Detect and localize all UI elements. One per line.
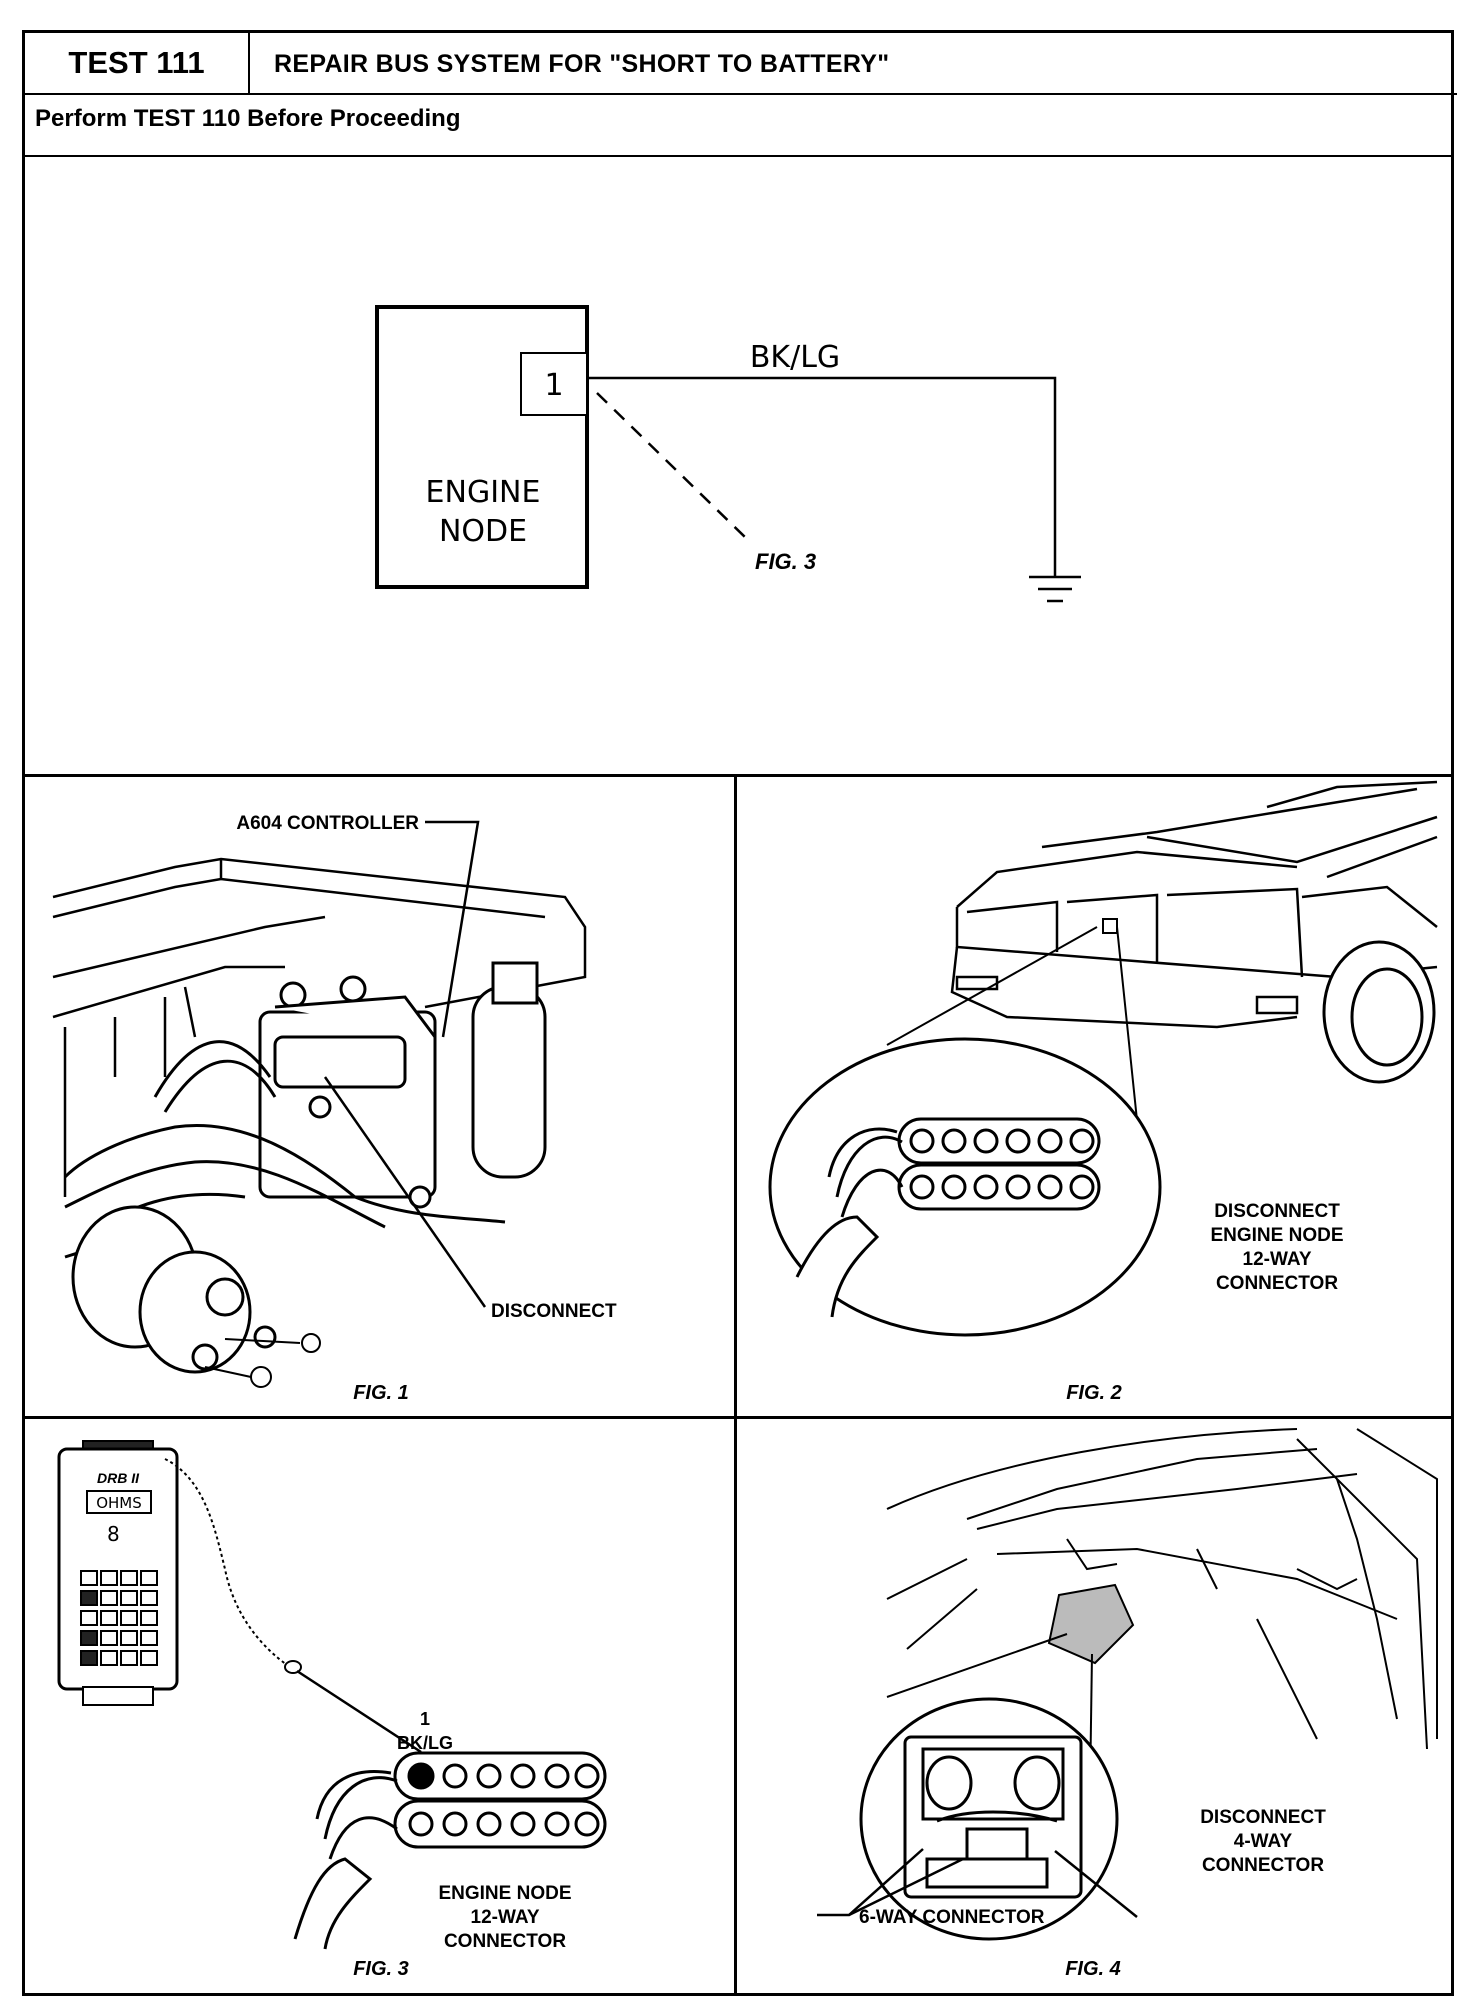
engine-bay-body xyxy=(52,857,587,1197)
fig2-action-line3: 12-WAY xyxy=(1243,1249,1312,1270)
6-way-leader-b xyxy=(848,1857,964,1917)
front-wheel xyxy=(1322,940,1436,1084)
module-detail xyxy=(903,1735,1083,1899)
fig4-action-line2: 4-WAY xyxy=(1234,1831,1293,1852)
wiring-schematic: 1 ENGINE NODE BK/LG FIG. 3 xyxy=(25,157,1451,777)
fig3-caption: FIG. 3 xyxy=(353,1958,409,1980)
fig3-illustration: DRB II OHMS 8 1 BK/LG xyxy=(57,1440,607,1980)
fig2-caption: FIG. 2 xyxy=(1066,1382,1122,1404)
pin-number: 1 xyxy=(544,368,563,403)
fig2-panel: DISCONNECT ENGINE NODE 12-WAY CONNECTOR … xyxy=(737,777,1451,1419)
tester-display-text: OHMS xyxy=(96,1494,142,1512)
fig1-panel: A604 CONTROLLER DISCONNECT FIG. 1 xyxy=(25,777,737,1419)
callout-line-left xyxy=(886,1633,1068,1698)
drb-ii-tester: DRB II OHMS 8 xyxy=(57,1440,179,1706)
node-label-line1: ENGINE xyxy=(426,475,541,510)
fig2-action-line4: CONNECTOR xyxy=(1216,1273,1338,1294)
test-procedure-sheet: TEST 111 REPAIR BUS SYSTEM FOR "SHORT TO… xyxy=(22,30,1457,1996)
schematic-drawing: 1 ENGINE NODE BK/LG FIG. 3 xyxy=(375,305,1081,603)
fig3-connector-line1: ENGINE NODE xyxy=(438,1883,571,1904)
node-label-line2: NODE xyxy=(439,514,527,549)
fig4-action-line3: CONNECTOR xyxy=(1202,1855,1324,1876)
wire-label: BK/LG xyxy=(397,1733,453,1753)
ground-symbol xyxy=(1029,575,1081,603)
test-probe xyxy=(284,1660,302,1674)
fig2-action-line1: DISCONNECT xyxy=(1214,1201,1340,1222)
probe-lead xyxy=(296,1669,422,1754)
a604-controller xyxy=(258,975,437,1209)
fig1-illustration: A604 CONTROLLER DISCONNECT FIG. 1 xyxy=(52,813,617,1404)
tester-display xyxy=(86,1490,152,1514)
fig4-illustration: 6-WAY CONNECTOR DISCONNECT 4-WAY CONNECT… xyxy=(817,1428,1438,1980)
wire-color-label: BK/LG xyxy=(750,340,840,375)
alternator xyxy=(71,1205,277,1374)
connector-location xyxy=(1102,918,1118,934)
fig4-panel: 6-WAY CONNECTOR DISCONNECT 4-WAY CONNECT… xyxy=(737,1419,1451,1993)
tester-digit: 8 xyxy=(107,1522,120,1546)
tester-brand: DRB II xyxy=(97,1470,140,1486)
fig3-reference: FIG. 3 xyxy=(755,549,816,574)
fig1-caption: FIG. 1 xyxy=(353,1382,409,1404)
module-location xyxy=(1047,1583,1135,1665)
callout-line-left xyxy=(886,926,1098,1046)
fig2-illustration: DISCONNECT ENGINE NODE 12-WAY CONNECTOR … xyxy=(768,780,1438,1404)
prerequisite-note: Perform TEST 110 Before Proceeding xyxy=(25,95,1451,157)
pin-label: 1 xyxy=(420,1709,430,1729)
fig4-caption: FIG. 4 xyxy=(1065,1958,1121,1980)
fig3-connector-line2: 12-WAY xyxy=(471,1907,540,1928)
tester-keypad xyxy=(80,1570,158,1666)
12-way-connector xyxy=(293,1751,607,1950)
disconnect-leader xyxy=(323,1076,487,1308)
test-lead-cable xyxy=(164,1458,288,1666)
controller-label: A604 CONTROLLER xyxy=(236,813,419,834)
pin-1-cavity xyxy=(407,1762,435,1790)
4-way-leader xyxy=(1054,1850,1138,1918)
cylinder-component xyxy=(471,961,547,1179)
pin-1-box xyxy=(520,352,588,416)
fig3-panel: DRB II OHMS 8 1 BK/LG xyxy=(25,1419,737,1993)
test-number: TEST 111 xyxy=(25,33,250,95)
fig3-leader xyxy=(596,392,748,540)
12-way-connector-detail xyxy=(795,1117,1101,1318)
6-way-connector-label: 6-WAY CONNECTOR xyxy=(859,1907,1045,1928)
bk-lg-wire xyxy=(587,376,1057,577)
hardware-nuts xyxy=(204,1333,321,1388)
controller-leader xyxy=(425,820,480,1038)
fig2-action-line2: ENGINE NODE xyxy=(1210,1225,1343,1246)
disconnect-label: DISCONNECT xyxy=(491,1301,617,1322)
engine-node-box xyxy=(375,305,589,589)
test-title: REPAIR BUS SYSTEM FOR "SHORT TO BATTERY" xyxy=(250,33,1457,95)
fig3-connector-line3: CONNECTOR xyxy=(444,1931,566,1952)
vehicle-interior xyxy=(886,1428,1438,1750)
fig4-action-line1: DISCONNECT xyxy=(1200,1807,1326,1828)
